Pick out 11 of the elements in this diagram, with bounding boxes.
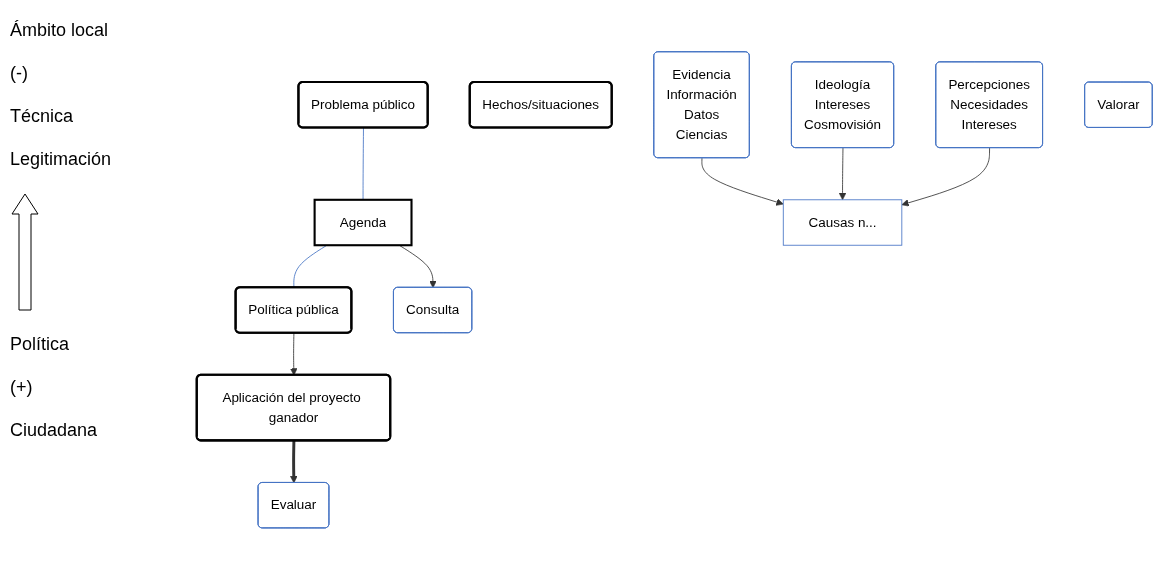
side-label: Legitimación (10, 149, 113, 170)
connector (362, 127, 364, 200)
side-label: (+) (10, 377, 34, 398)
side-label: Política (10, 334, 71, 355)
node-box: Causas n... (782, 199, 903, 246)
arrow (290, 440, 298, 483)
side-label: (-) (10, 63, 29, 84)
side-label: Ámbito local (10, 20, 110, 41)
side-label: Técnica (10, 106, 75, 127)
node-box: Agenda (313, 198, 413, 246)
side-label: Ciudadana (10, 420, 99, 441)
